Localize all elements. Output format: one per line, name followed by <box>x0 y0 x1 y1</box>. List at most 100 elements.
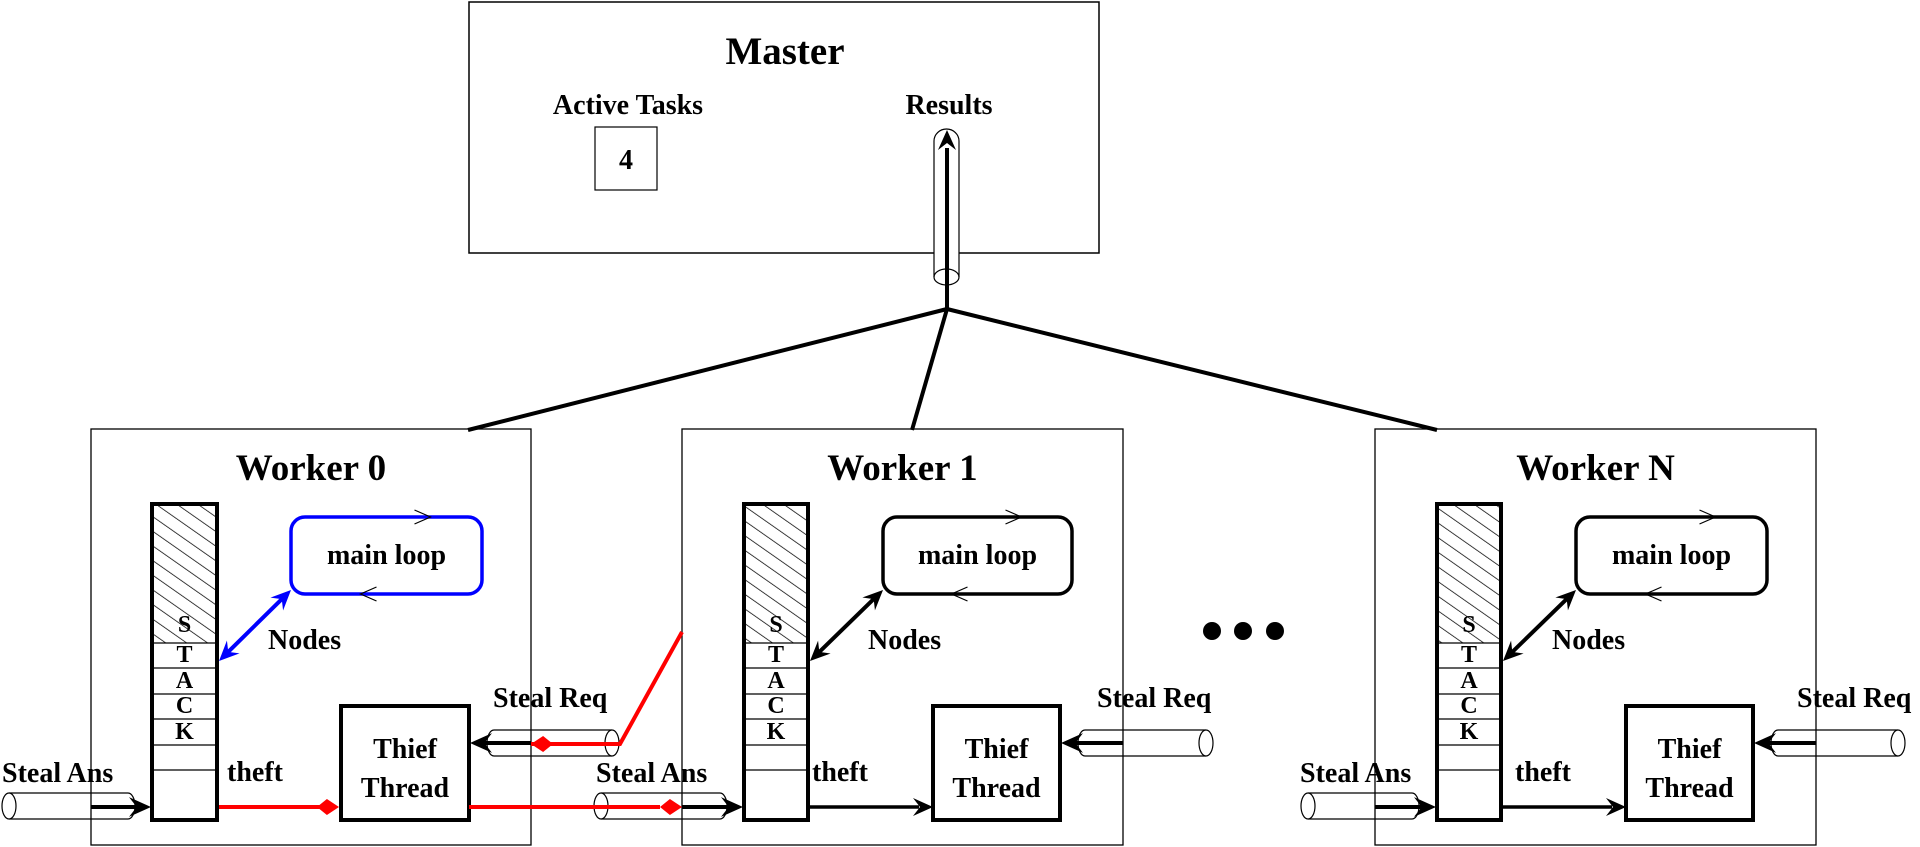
arrow-to-loop-icon <box>1555 590 1576 611</box>
worker-box <box>681 428 1124 846</box>
link-master-worker-n <box>946 307 1438 432</box>
loop-direction-right-icon <box>414 509 432 525</box>
stack-letter: S <box>1462 612 1475 638</box>
stack-used-region <box>744 504 808 643</box>
thief-thread-box <box>931 704 1062 822</box>
thief-thread-label: Thief <box>1658 734 1722 765</box>
nodes-link: Nodes <box>219 590 341 661</box>
master-node: Master Active Tasks 4 Results <box>468 1 1100 254</box>
pipe-end <box>1 792 17 820</box>
steal-answer-label: Steal Ans <box>596 758 707 789</box>
loop-direction-left-icon <box>359 586 377 602</box>
thief-thread-label: Thread <box>361 773 450 804</box>
steal-request-path <box>531 631 684 746</box>
main-loop: main loop <box>881 509 1074 602</box>
stack-letter: S <box>769 612 782 638</box>
main-loop-label: main loop <box>918 540 1037 571</box>
active-tasks-label: Active Tasks <box>553 90 703 121</box>
stack-letter: C <box>176 693 193 719</box>
loop-direction-right-icon <box>1005 509 1023 525</box>
more-workers-ellipsis <box>1203 622 1284 640</box>
master-worker-connections <box>467 128 1438 432</box>
worker-title: Worker 1 <box>827 448 977 489</box>
steal-request-path-arrowhead-icon <box>531 736 553 752</box>
stack-letter: C <box>1460 693 1477 719</box>
steal-request-arrowhead-icon <box>1754 733 1776 753</box>
loop-direction-right-icon <box>1699 509 1717 525</box>
loop-direction-left-icon <box>1644 586 1662 602</box>
stack-used-region <box>152 504 217 643</box>
stack-outline <box>1435 502 1503 822</box>
stack-letter: K <box>767 719 786 745</box>
ellipsis-dot <box>1234 622 1252 640</box>
steal-answer-label: Steal Ans <box>2 758 113 789</box>
results-pipe <box>933 128 960 309</box>
nodes-arrow-shaft <box>815 595 878 656</box>
nodes-arrow-shaft <box>1508 595 1571 656</box>
main-loop-label: main loop <box>327 540 446 571</box>
theft-arrowhead-icon <box>317 799 339 815</box>
stack-letter: A <box>176 668 194 694</box>
main-loop-box <box>881 515 1074 596</box>
thief-thread-label: Thief <box>965 734 1029 765</box>
thief-thread-box <box>339 704 471 822</box>
theft-arrowhead-icon <box>1606 798 1626 816</box>
stack-outline <box>150 502 219 822</box>
worker-title: Worker N <box>1516 448 1675 489</box>
results-label: Results <box>905 90 992 121</box>
worker-box <box>90 428 532 846</box>
stack-letter: K <box>175 719 194 745</box>
nodes-link: Nodes <box>810 590 941 661</box>
stack-letter: A <box>1460 668 1478 694</box>
arrow-up-icon <box>938 130 956 150</box>
thief-thread-box <box>1624 704 1755 822</box>
nodes-label: Nodes <box>1552 625 1625 656</box>
steal-answer-arrowhead-icon <box>129 797 151 817</box>
pipe-end <box>1300 792 1316 820</box>
stack-letter: T <box>1461 642 1477 668</box>
nodes-label: Nodes <box>868 625 941 656</box>
theft-arrowhead-icon <box>913 798 933 816</box>
stack-used-region <box>1437 504 1501 643</box>
active-tasks-counter-box <box>594 126 658 191</box>
link-master-worker-0 <box>467 307 948 432</box>
steal-answer-arrowhead-icon <box>721 797 743 817</box>
steal-request-label: Steal Req <box>1097 683 1212 714</box>
stack-outline <box>742 502 810 822</box>
worker-box <box>1374 428 1817 846</box>
master-box <box>468 1 1100 254</box>
steal-request-arrowhead-icon <box>1061 733 1083 753</box>
steal-request-pipe <box>1770 729 1906 757</box>
main-loop: main loop <box>1574 509 1769 602</box>
pipe-end <box>1198 729 1214 757</box>
arrow-to-stack-icon <box>219 640 240 661</box>
theft-label: theft <box>812 757 869 788</box>
main-loop-box <box>289 515 484 596</box>
steal-request-label: Steal Req <box>1797 683 1912 714</box>
steal-answer-arrowhead-icon <box>1414 797 1436 817</box>
worker-title: Worker 0 <box>236 448 386 489</box>
loop-direction-left-icon <box>950 586 968 602</box>
thief-thread-label: Thread <box>1645 773 1734 804</box>
theft-label: theft <box>227 757 284 788</box>
arrow-to-loop-icon <box>862 590 883 611</box>
stack-letter: T <box>176 642 192 668</box>
nodes-link: Nodes <box>1503 590 1625 661</box>
stack-letter: T <box>768 642 784 668</box>
inter-worker-links <box>469 631 684 815</box>
stack-letter: K <box>1460 719 1479 745</box>
stack-letter: C <box>767 693 784 719</box>
stack-letter: S <box>178 612 191 638</box>
active-tasks-value: 4 <box>619 145 633 176</box>
arrow-to-loop-icon <box>270 590 291 611</box>
master-title: Master <box>725 30 844 73</box>
